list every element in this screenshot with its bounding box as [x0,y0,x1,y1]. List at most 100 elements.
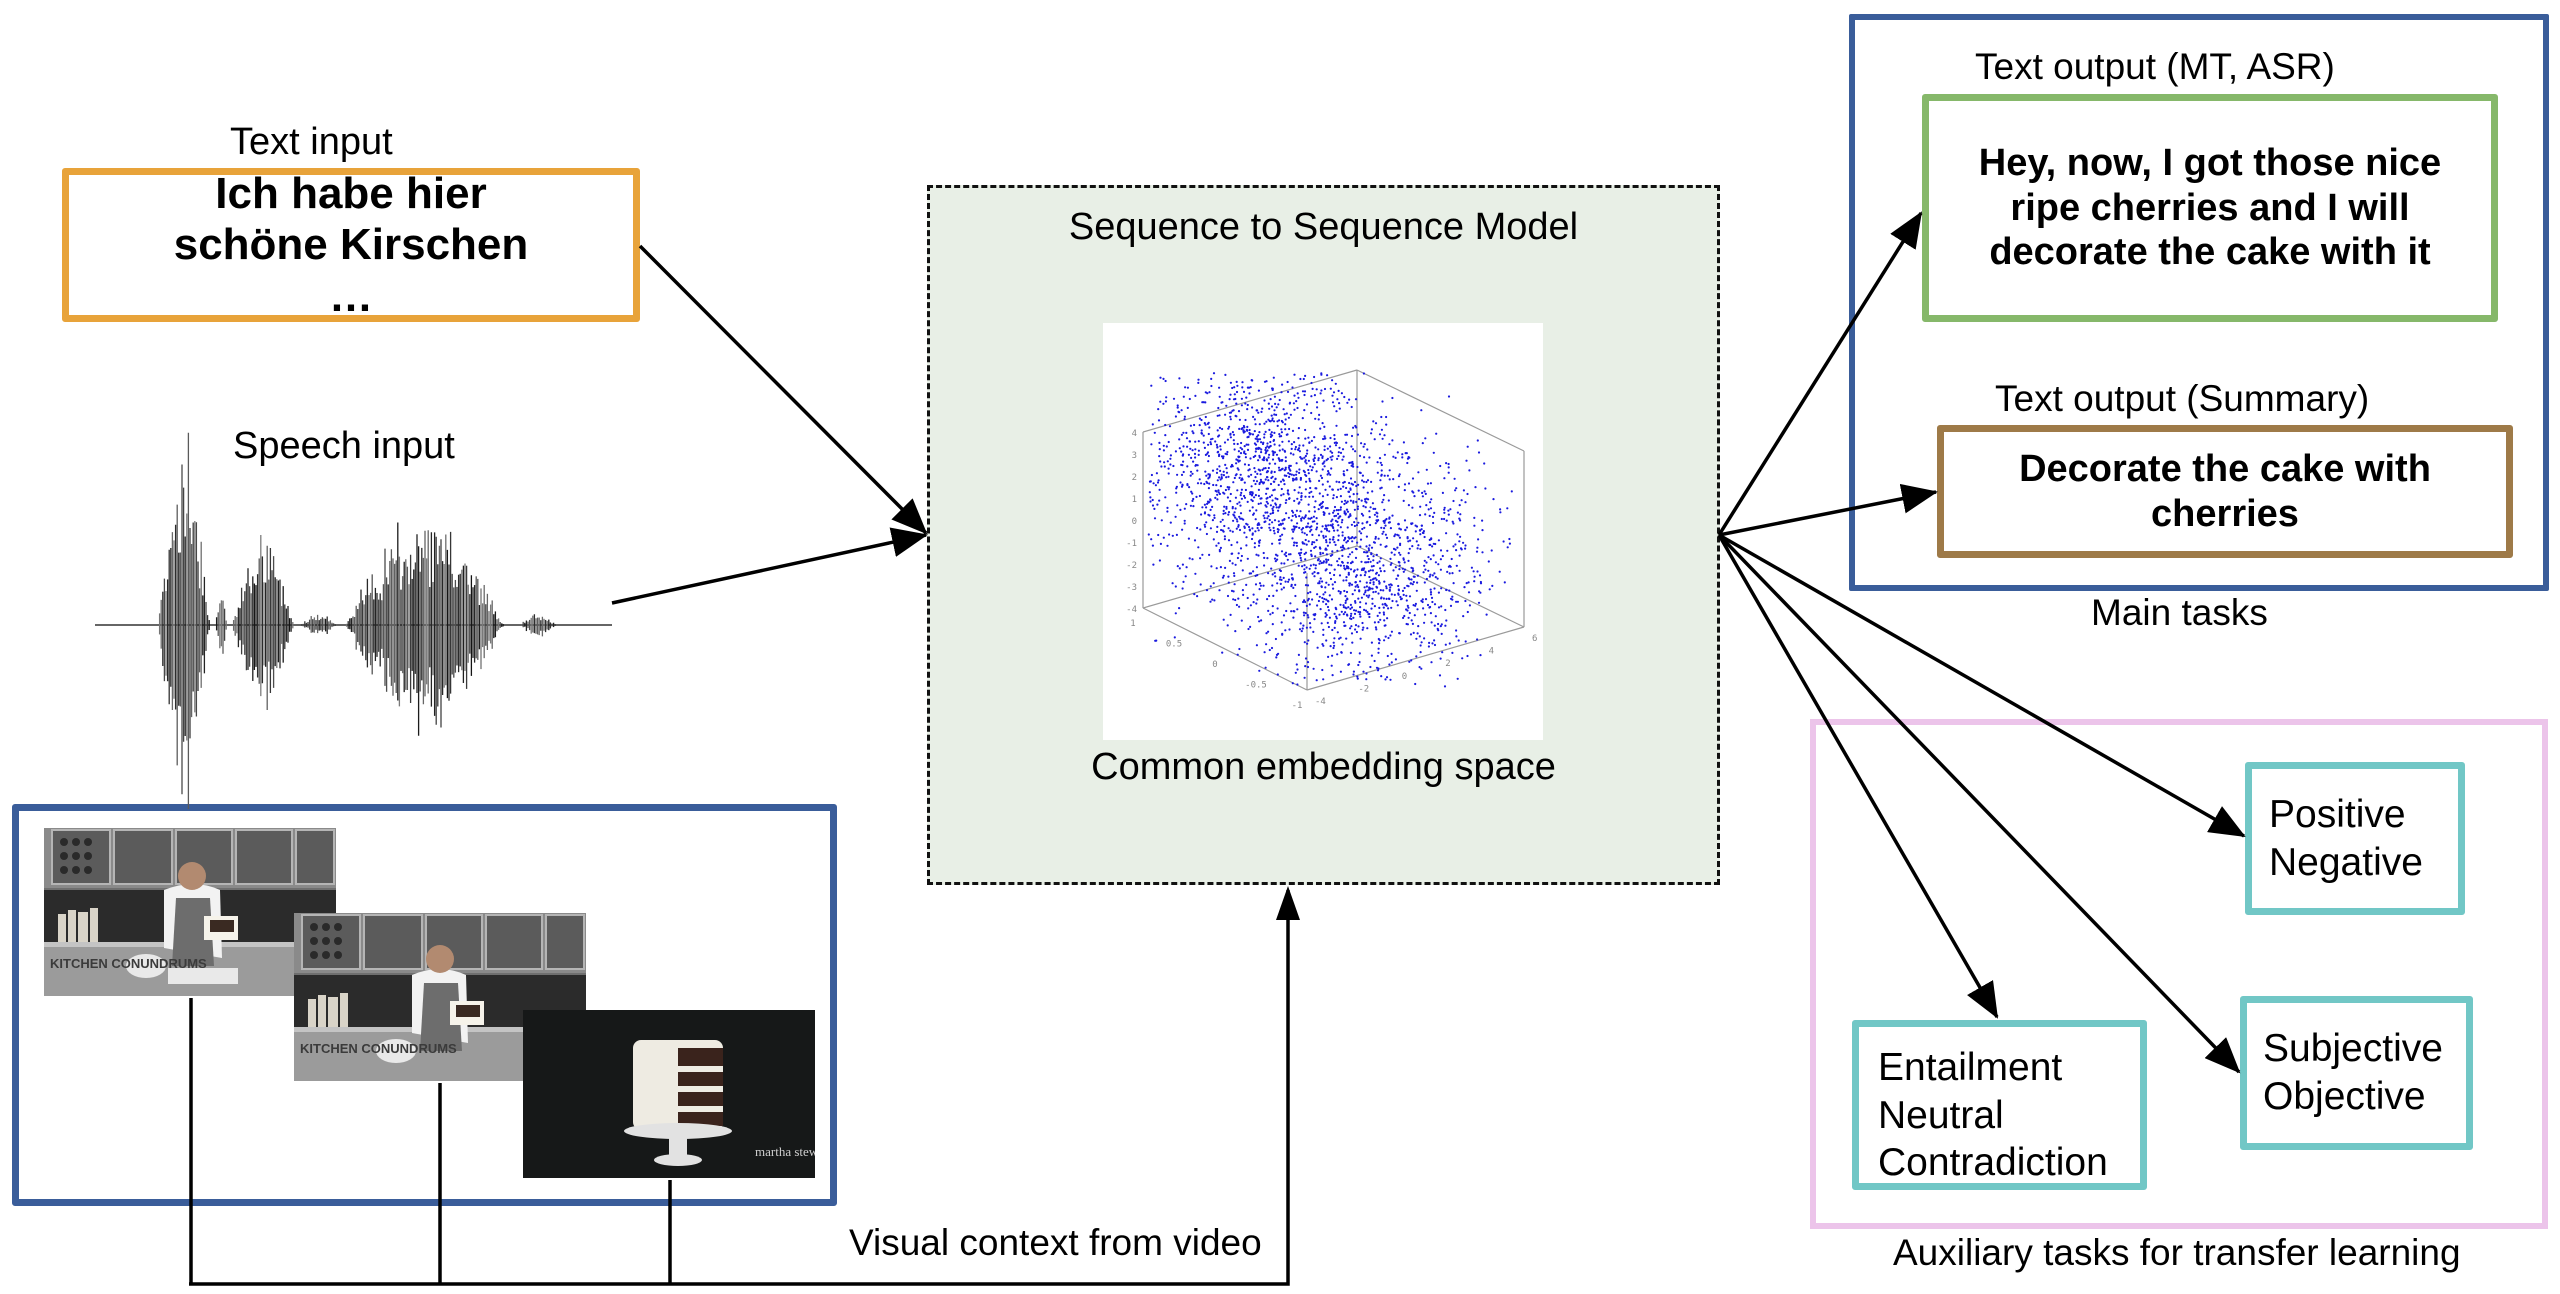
scatter-point [1260,448,1263,451]
scatter-point [1255,435,1259,438]
scatter-point [1429,543,1432,546]
x-tick-label: 0 [1212,660,1217,670]
scatter-point [1169,454,1172,457]
scatter-point [1294,513,1297,517]
scatter-point [1218,476,1221,479]
scatter-point [1341,534,1344,537]
scatter-point [1305,480,1308,483]
scatter-point [1301,627,1304,630]
scatter-point [1360,499,1363,502]
scatter-point [1240,488,1243,491]
scatter-point [1324,615,1327,618]
scatter-point [1456,511,1459,514]
scatter-point [1293,394,1296,397]
scatter-point [1391,396,1394,400]
scatter-point [1373,659,1376,663]
scatter-point [1246,557,1249,560]
scatter-point [1410,578,1413,581]
scatter-point [1508,537,1511,541]
scatter-point [1289,602,1292,605]
scatter-point [1305,452,1309,455]
scatter-point [1481,551,1484,554]
scatter-point [1181,483,1184,486]
scatter-point [1348,553,1351,556]
scatter-point [1222,574,1225,577]
scatter-point [1167,467,1170,470]
scatter-point [1226,438,1229,441]
scatter-point [1445,519,1448,522]
scatter-point [1256,472,1259,475]
scatter-point [1443,508,1446,511]
scatter-point [1283,413,1286,416]
scatter-point [1231,530,1234,533]
scatter-point [1284,580,1287,583]
scatter-point [1327,600,1330,603]
scatter-point [1328,563,1331,566]
scatter-point [1233,511,1236,514]
scatter-point [1207,432,1210,436]
scatter-point [1455,629,1458,632]
scatter-point [1415,655,1418,658]
scatter-point [1422,571,1425,574]
scatter-point [1363,551,1366,554]
scatter-point [1273,470,1276,474]
scatter-point [1353,589,1356,592]
scatter-point [1448,589,1451,592]
scatter-point [1304,459,1307,462]
scatter-point [1278,444,1281,447]
scatter-point [1227,511,1231,514]
scatter-point [1194,440,1197,443]
scatter-point [1361,479,1364,482]
scatter-point [1345,486,1348,490]
scatter-point [1270,567,1273,570]
scatter-point [1308,567,1311,570]
scatter-point [1453,477,1456,480]
scatter-point [1281,478,1285,481]
scatter-point [1328,485,1331,488]
scatter-point [1317,508,1320,511]
scatter-point [1264,446,1267,449]
scatter-point [1434,561,1437,564]
scatter-point [1243,445,1246,448]
scatter-point [1357,663,1360,667]
scatter-point [1257,411,1260,414]
scatter-point [1176,473,1179,476]
scatter-point [1410,566,1413,569]
scatter-point [1186,406,1189,409]
scatter-point [1216,429,1219,432]
scatter-point [1388,583,1391,586]
scatter-point [1422,607,1425,610]
scatter-point [1344,433,1347,436]
scatter-point [1218,386,1221,389]
scatter-point [1349,477,1353,480]
scatter-point [1416,581,1419,584]
scatter-point [1418,514,1422,517]
scatter-point [1429,588,1432,591]
scatter-point [1192,432,1195,435]
scatter-point [1362,505,1365,508]
scatter-point [1402,570,1405,573]
scatter-point [1194,394,1197,397]
scatter-point [1287,516,1290,519]
scatter-point [1284,423,1287,426]
scatter-point [1224,373,1227,376]
scatter-point [1278,542,1281,545]
scatter-point [1398,536,1401,539]
scatter-point [1281,383,1284,386]
scatter-point [1370,641,1373,644]
scatter-point [1252,593,1255,596]
scatter-point [1354,585,1357,588]
scatter-point [1462,541,1465,544]
scatter-point [1410,659,1413,662]
scatter-point [1252,415,1255,418]
scatter-point [1468,604,1471,607]
scatter-point [1255,602,1258,605]
scatter-point [1431,600,1434,604]
scatter-point [1427,508,1430,511]
scatter-point [1322,399,1325,402]
scatter-point [1243,494,1246,498]
scatter-point [1314,555,1317,558]
scatter-point [1298,450,1301,453]
scatter-point [1327,583,1330,586]
scatter-point [1260,619,1263,622]
